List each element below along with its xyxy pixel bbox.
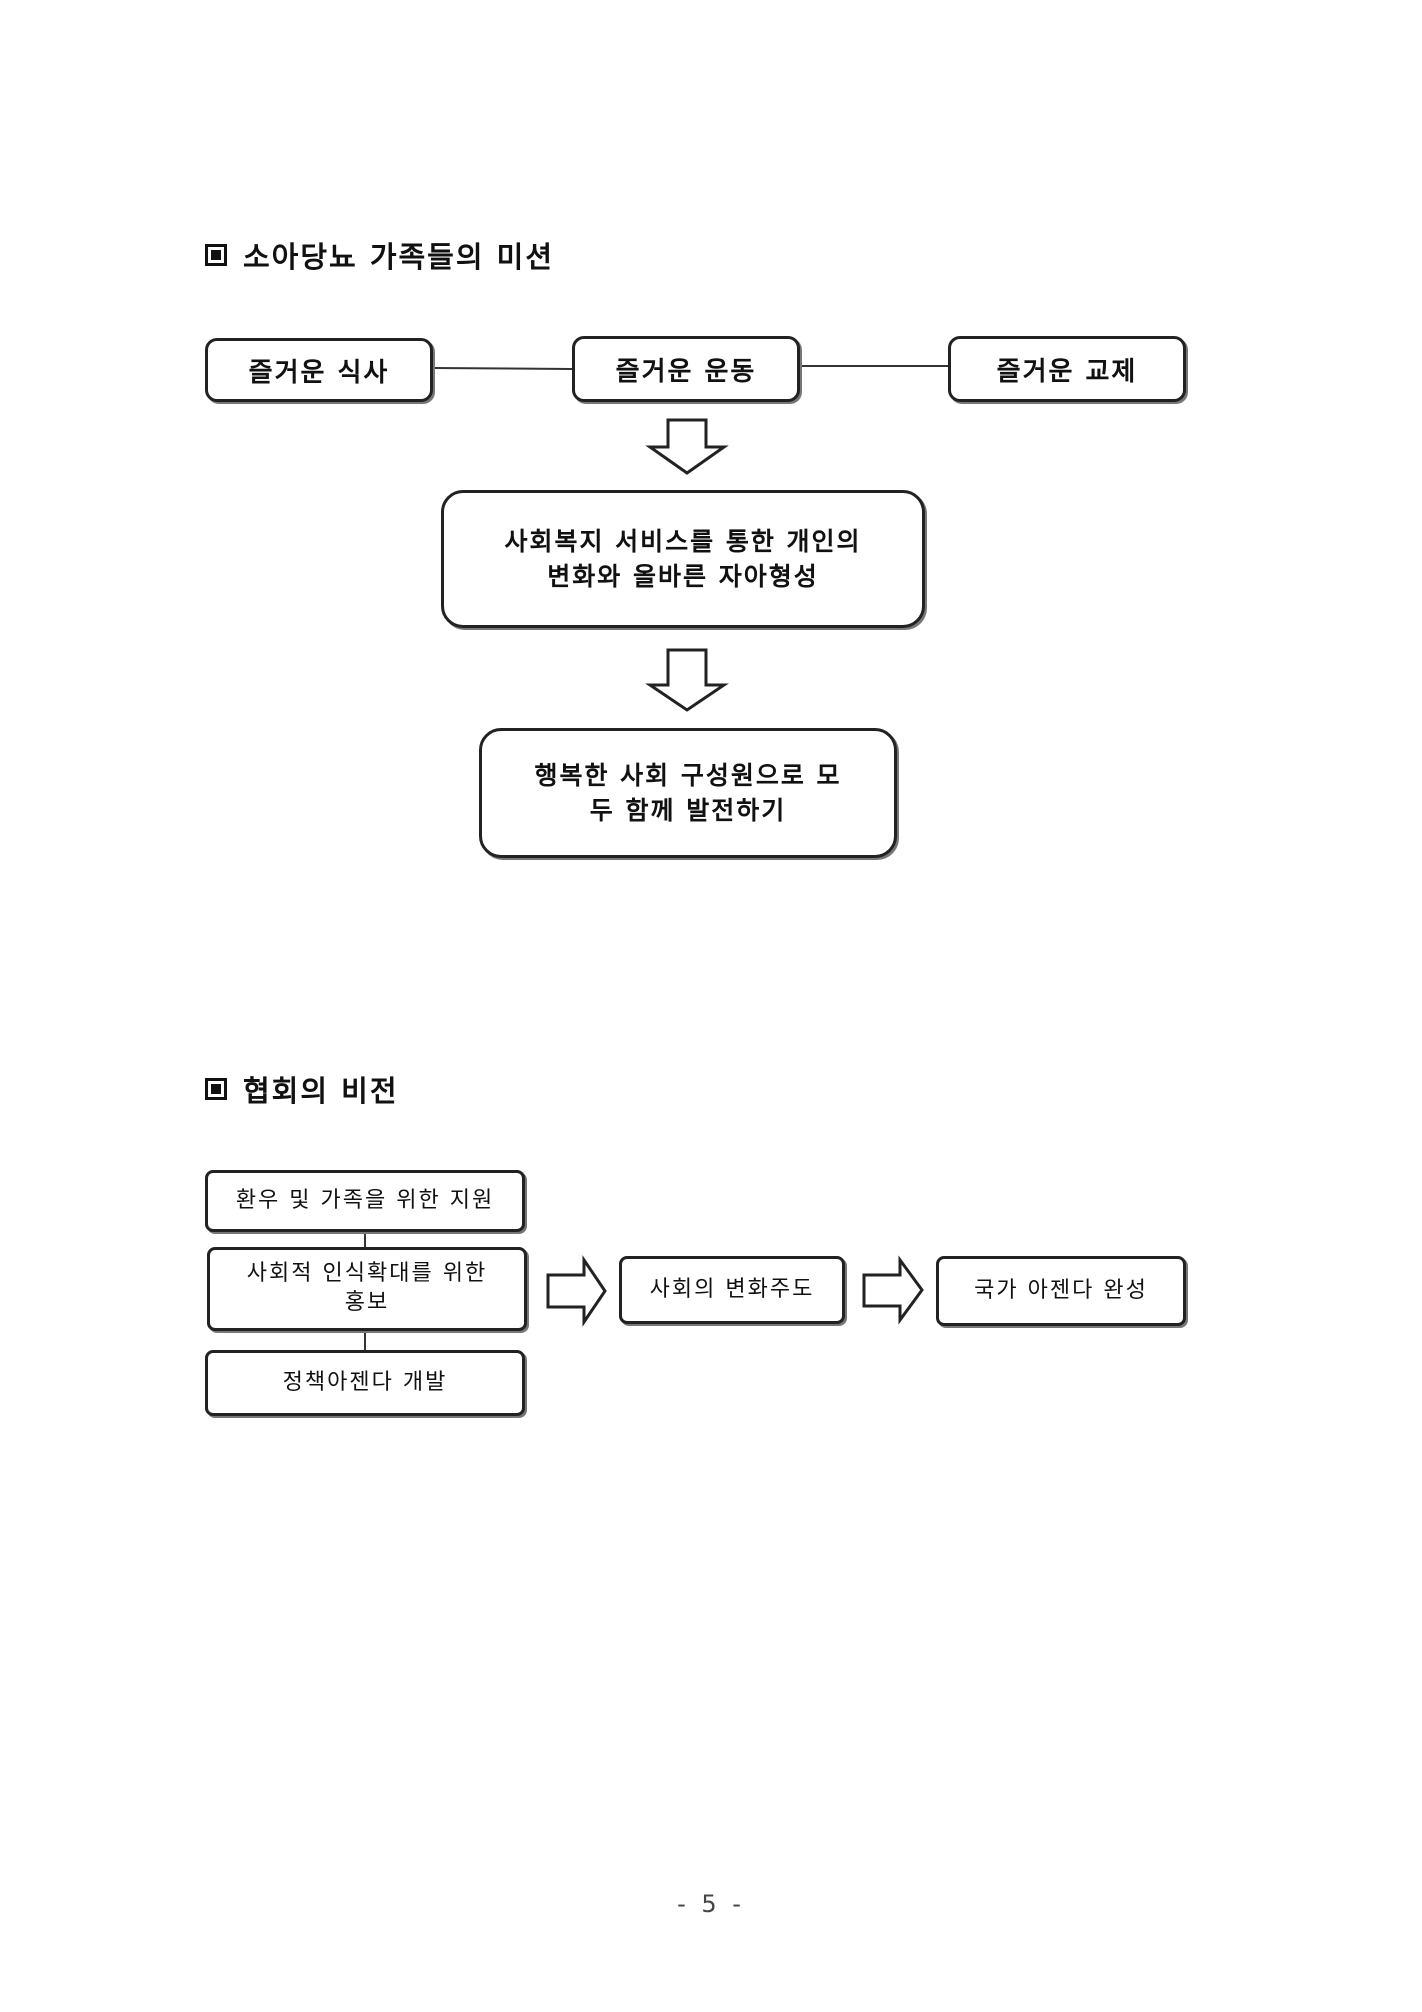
square-bullet-icon <box>205 1078 227 1100</box>
page-number: - 5 - <box>677 1890 745 1918</box>
mission-box-label: 사회복지 서비스를 통한 개인의 변화와 올바른 자아형성 <box>504 527 862 591</box>
mission-box-meal: 즐거운 식사 <box>205 338 433 402</box>
vision-box-promotion: 사회적 인식확대를 위한 홍보 <box>207 1247 527 1331</box>
right-arrow-icon <box>546 1255 607 1327</box>
vision-box-support: 환우 및 가족을 위한 지원 <box>205 1170 525 1232</box>
mission-box-social-welfare: 사회복지 서비스를 통한 개인의 변화와 올바른 자아형성 <box>441 490 925 628</box>
mission-box-label: 즐거운 운동 <box>615 356 757 387</box>
right-arrow-icon <box>862 1255 924 1325</box>
down-arrow-icon <box>645 648 729 712</box>
mission-box-exercise: 즐거운 운동 <box>572 336 800 402</box>
vision-heading: 협회의 비전 <box>205 1068 399 1110</box>
mission-box-label: 즐거운 식사 <box>248 357 390 388</box>
vision-box-label: 국가 아젠다 완성 <box>974 1277 1148 1303</box>
vision-box-label: 사회의 변화주도 <box>649 1276 815 1302</box>
vision-box-social-change: 사회의 변화주도 <box>619 1256 845 1324</box>
vision-box-national-agenda: 국가 아젠다 완성 <box>936 1256 1186 1326</box>
vision-box-label: 정책아젠다 개발 <box>282 1369 448 1395</box>
vision-title: 협회의 비전 <box>243 1074 399 1108</box>
mission-box-fellowship: 즐거운 교제 <box>948 336 1186 402</box>
vision-box-label: 환우 및 가족을 위한 지원 <box>235 1187 495 1213</box>
mission-box-label: 즐거운 교제 <box>996 356 1138 387</box>
down-arrow-icon <box>645 418 729 475</box>
mission-box-label: 행복한 사회 구성원으로 모 두 함께 발전하기 <box>534 761 842 825</box>
mission-title: 소아당뇨 가족들의 미션 <box>243 240 554 274</box>
square-bullet-icon <box>205 244 227 266</box>
mission-box-happy-society: 행복한 사회 구성원으로 모 두 함께 발전하기 <box>479 728 897 858</box>
vision-box-policy: 정책아젠다 개발 <box>205 1350 525 1416</box>
connector-line <box>432 367 573 370</box>
vision-box-label: 사회적 인식확대를 위한 홍보 <box>246 1261 488 1315</box>
mission-heading: 소아당뇨 가족들의 미션 <box>205 234 554 276</box>
